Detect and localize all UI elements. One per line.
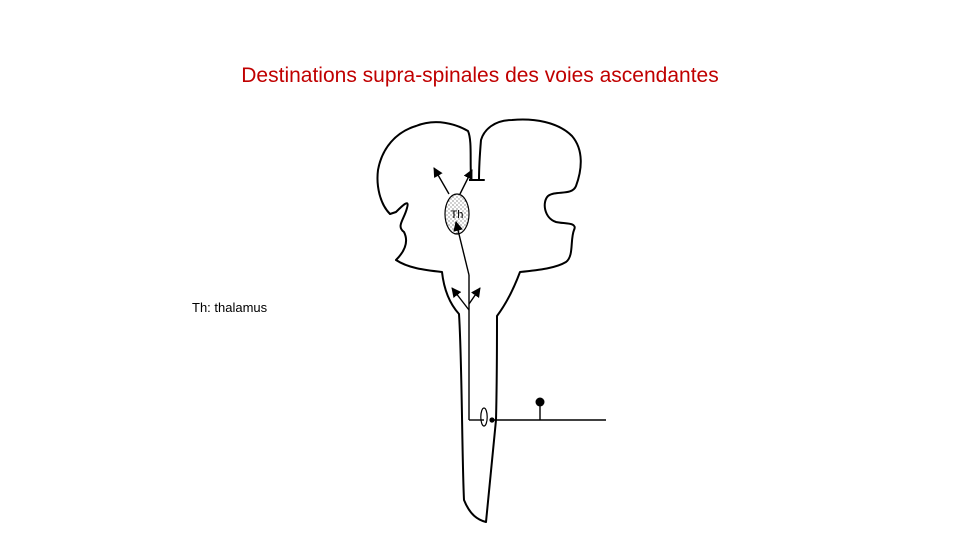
slide-title: Destinations supra-spinales des voies as…	[241, 64, 719, 87]
thalamus	[444, 193, 470, 235]
cortex-projection-left-arrow	[433, 167, 450, 195]
legend-thalamus: Th: thalamus	[192, 300, 268, 315]
synapse-dot	[489, 417, 495, 423]
cns-outline	[376, 118, 582, 523]
second-order-neuron	[480, 407, 488, 427]
collateral-left-arrow	[451, 287, 470, 311]
ganglion-cell-body	[535, 397, 545, 407]
thalamus-label: Th	[451, 209, 464, 221]
collateral-right-arrow	[468, 287, 481, 305]
tract-to-thalamus	[453, 221, 470, 276]
cortex-projection-right-arrow	[459, 169, 473, 195]
